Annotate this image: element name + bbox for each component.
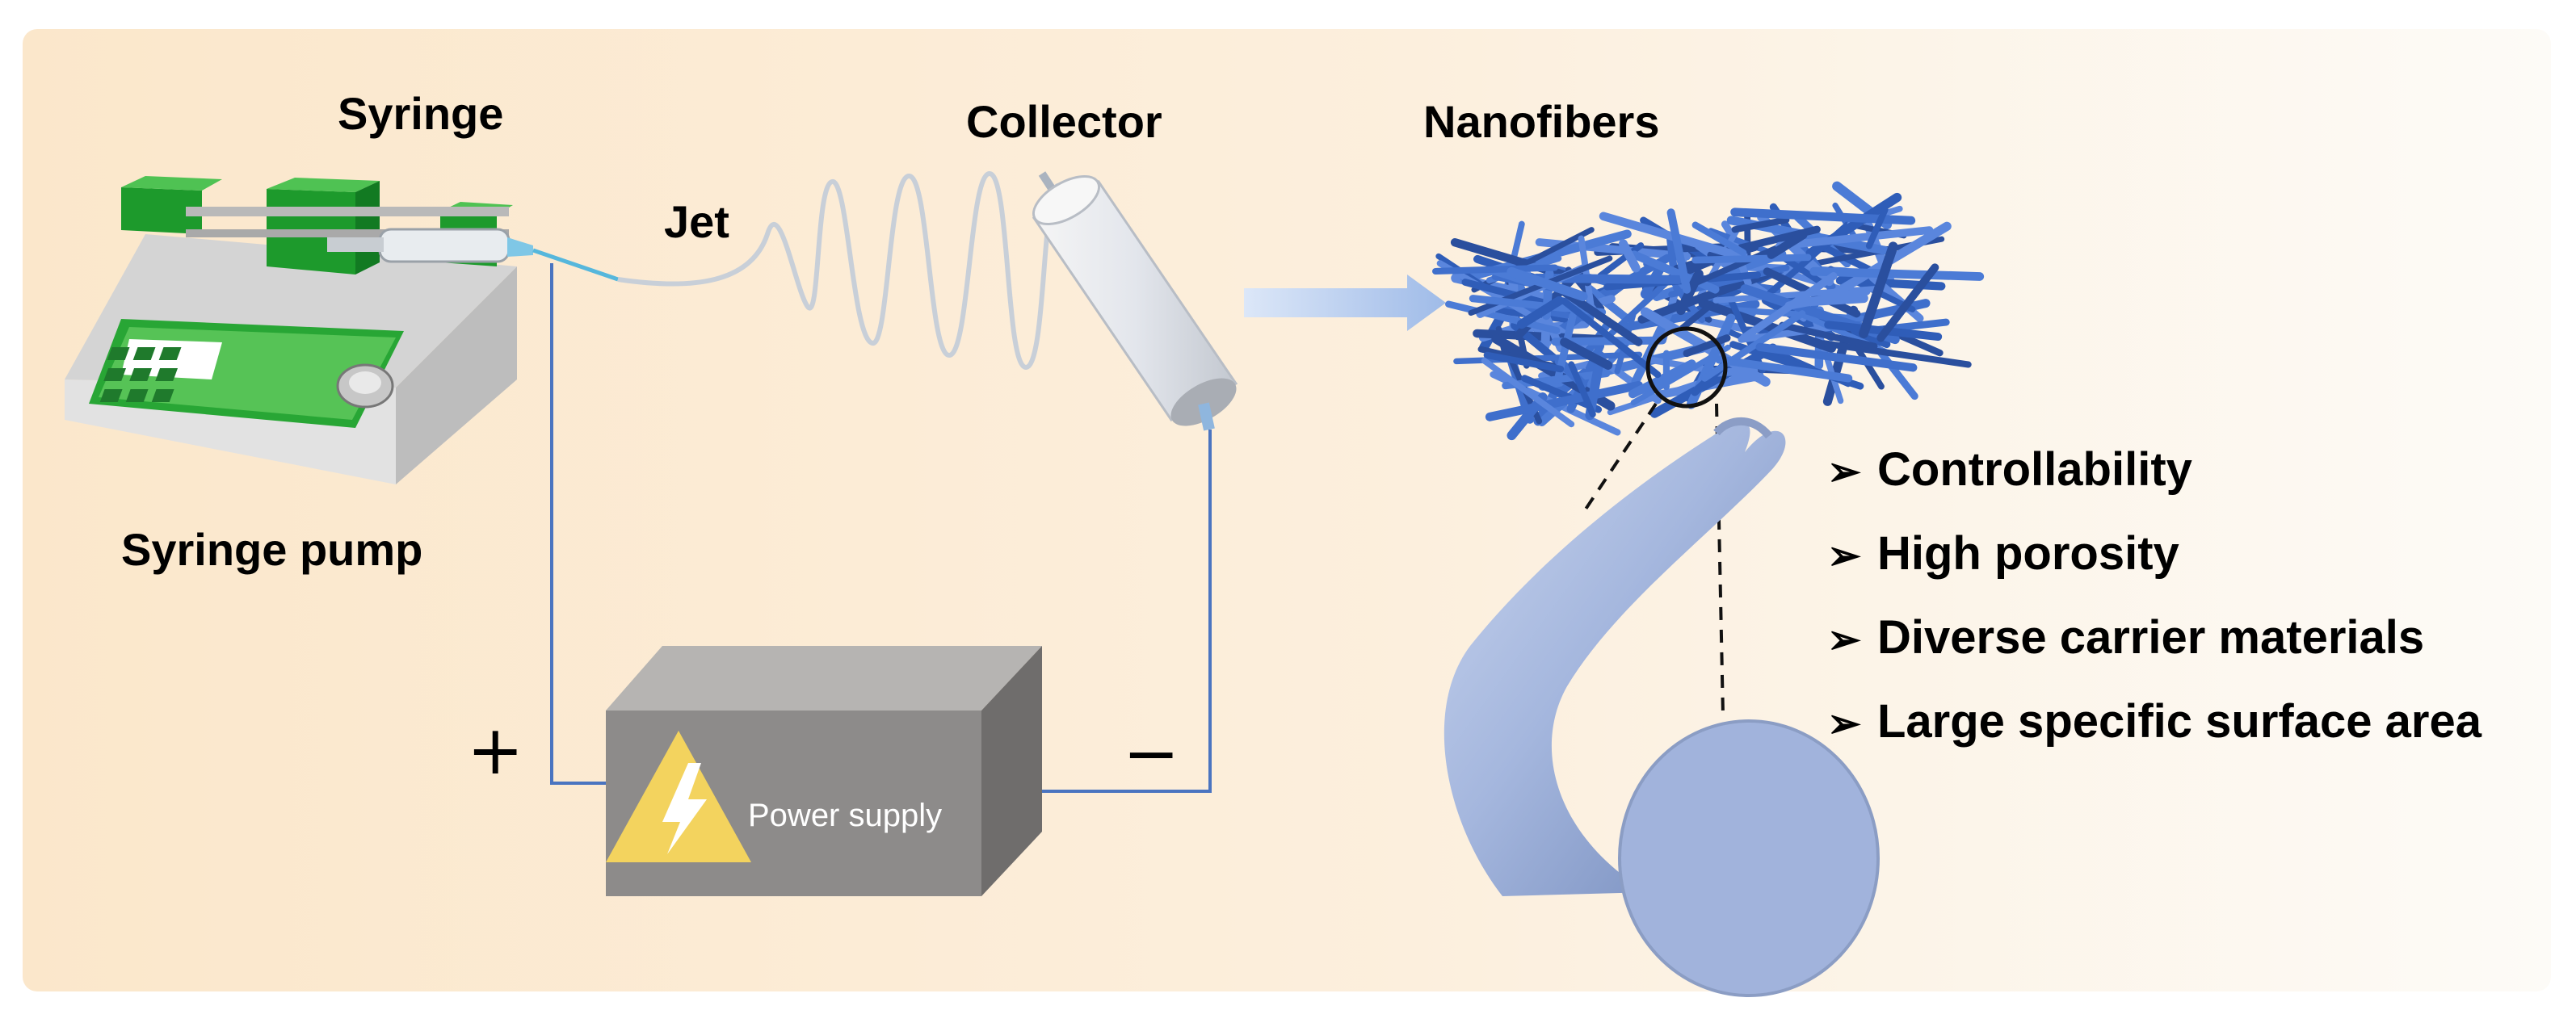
negative-terminal-sign: − [1123, 714, 1179, 793]
arrow-bullet-icon: ➢ [1827, 448, 1877, 495]
collector-label: Collector [966, 95, 1162, 148]
feature-item: ➢Diverse carrier materials [1827, 610, 2424, 664]
feature-text: Diverse carrier materials [1877, 611, 2424, 664]
background-panel [23, 29, 2551, 991]
nanofibers-label: Nanofibers [1423, 95, 1660, 148]
arrow-bullet-icon: ➢ [1827, 616, 1877, 663]
feature-text: Large specific surface area [1877, 695, 2481, 748]
syringe-pump-label: Syringe pump [121, 523, 422, 576]
feature-item: ➢Controllability [1827, 442, 2192, 497]
feature-item: ➢High porosity [1827, 526, 2179, 581]
arrow-bullet-icon: ➢ [1827, 532, 1877, 579]
nanofiber-strand [1696, 258, 1808, 260]
power-supply-label: Power supply [748, 798, 942, 834]
power-supply-box-icon [606, 646, 1042, 896]
feature-item: ➢Large specific surface area [1827, 694, 2481, 748]
positive-terminal-sign: + [467, 711, 523, 790]
syringe-label: Syringe [338, 87, 503, 140]
jet-label: Jet [664, 195, 729, 248]
feature-text: High porosity [1877, 527, 2179, 580]
nanofiber-strand [1435, 267, 1555, 271]
feature-text: Controllability [1877, 443, 2192, 496]
arrow-bullet-icon: ➢ [1827, 700, 1877, 747]
nanofiber-strand [1814, 271, 1980, 276]
